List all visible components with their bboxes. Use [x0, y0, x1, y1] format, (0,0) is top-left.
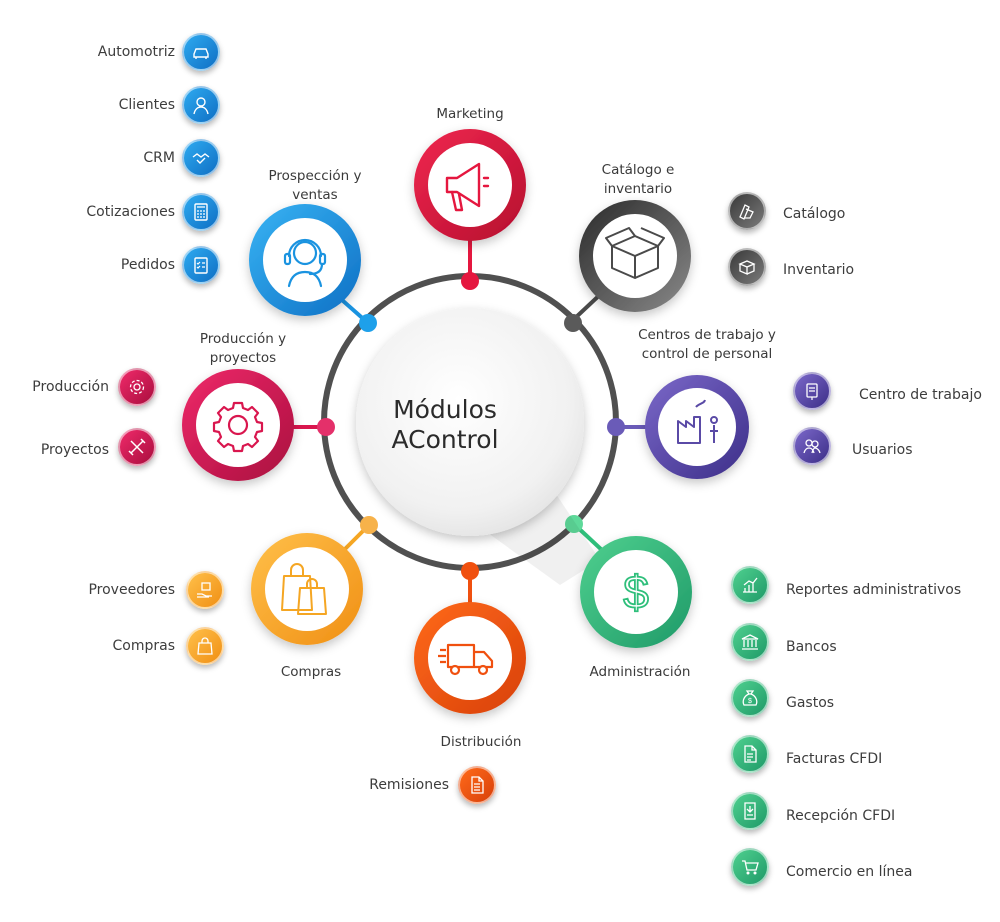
center-title-line2: AControl [391, 425, 499, 454]
module-label-compras: Compras [280, 664, 342, 680]
receipt-download-icon[interactable] [731, 792, 769, 830]
shopping-bags-icon [281, 563, 327, 615]
produccion-node [317, 418, 335, 436]
distribucion-ring [414, 602, 526, 714]
small-gear-icon[interactable] [118, 368, 156, 406]
checklist-icon[interactable] [182, 246, 220, 284]
gear-icon [212, 401, 264, 453]
megaphone-icon [445, 162, 490, 212]
money-bag-icon[interactable]: $ [731, 679, 769, 717]
bag-icon[interactable] [186, 627, 224, 665]
sub-label-proveedores: Proveedores [88, 582, 175, 598]
centros-ring [645, 375, 749, 479]
truck-icon [438, 643, 494, 676]
cart-icon[interactable] [731, 848, 769, 886]
center-circle [356, 308, 584, 536]
document-icon[interactable] [458, 766, 496, 804]
sub-label-compras: Compras [112, 638, 176, 654]
marketing-node [461, 272, 479, 290]
marketing-ring [414, 129, 526, 241]
catalogo-ring [579, 200, 691, 312]
prospeccion-ring [249, 204, 361, 316]
headset-icon [283, 238, 327, 288]
distribucion-node [461, 562, 479, 580]
produccion-ring [182, 369, 294, 481]
center-title-line1: Módulos [393, 395, 497, 424]
sub-label-inventario: Inventario [783, 262, 855, 278]
sub-label-clientes: Clientes [118, 97, 175, 113]
dollar-icon: $ [623, 566, 649, 618]
sub-label-usuarios: Usuarios [852, 442, 913, 458]
catalogo-node [564, 314, 582, 332]
hand-box-icon[interactable] [186, 571, 224, 609]
sub-label-proyectos: Proyectos [40, 442, 109, 458]
compras-ring [251, 533, 363, 645]
administracion-node [565, 515, 583, 533]
box-icon [605, 227, 665, 279]
chart-icon[interactable] [731, 566, 769, 604]
inventory-box-icon[interactable] [728, 248, 766, 286]
car-icon[interactable] [182, 33, 220, 71]
sub-label-bancos: Bancos [786, 639, 837, 655]
center-title: Módulos AControl [380, 395, 510, 455]
sub-label-recepcion-cfdi: Recepción CFDI [786, 808, 896, 824]
tools-icon[interactable] [118, 428, 156, 466]
module-label-administracion: Administración [589, 664, 691, 680]
badge-icon[interactable] [793, 372, 831, 410]
sub-label-centro-de-trabajo: Centro de trabajo [859, 387, 982, 403]
administracion-ring: $ [580, 536, 692, 648]
handshake-icon[interactable] [182, 139, 220, 177]
compras-node [360, 516, 378, 534]
invoice-icon[interactable] [731, 735, 769, 773]
sub-label-gastos: Gastos [786, 695, 835, 711]
module-label-marketing: Marketing [436, 106, 504, 122]
centros-node [607, 418, 625, 436]
sub-label-reportes-administrativos: Reportes administrativos [786, 582, 962, 598]
users-icon[interactable] [793, 427, 831, 465]
module-label-distribucion: Distribución [440, 734, 522, 750]
sub-label-comercio-en-linea: Comercio en línea [786, 864, 913, 880]
sub-label-cotizaciones: Cotizaciones [86, 204, 175, 220]
sub-label-automotriz: Automotriz [97, 44, 175, 60]
sub-label-pedidos: Pedidos [120, 257, 175, 273]
calculator-icon[interactable] [182, 193, 220, 231]
prospeccion-node [359, 314, 377, 332]
sub-label-crm: CRM [143, 150, 175, 166]
svg-text:$: $ [748, 698, 752, 705]
person-icon[interactable] [182, 86, 220, 124]
sub-label-facturas-cfdi: Facturas CFDI [786, 751, 883, 767]
sub-label-produccion: Producción [32, 379, 109, 395]
bank-icon[interactable] [731, 623, 769, 661]
sub-label-remisiones: Remisiones [369, 777, 449, 793]
swatch-icon[interactable] [728, 192, 766, 230]
sub-label-catalogo: Catálogo [783, 206, 846, 222]
factory-icon [677, 399, 718, 444]
